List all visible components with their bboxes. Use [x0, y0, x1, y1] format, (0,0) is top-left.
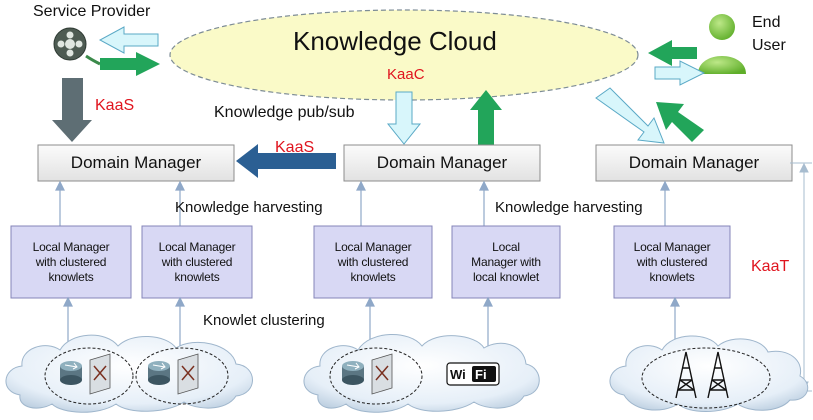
wifi-word1: Wi [450, 367, 466, 382]
harvest-label-left: Knowledge harvesting [175, 199, 323, 216]
lm5-line3: knowlets [649, 269, 695, 284]
arrow-diagonal-down [595, 87, 665, 144]
end-user-label-line1: End [752, 14, 781, 31]
end-user-icon [698, 14, 746, 74]
lm3-line2: with clustered [337, 254, 409, 269]
cluster-ellipse-3 [329, 347, 423, 405]
network-cloud-1 [5, 334, 253, 413]
arrow-kaas-down [52, 78, 92, 142]
lm1-line2: with clustered [35, 254, 107, 269]
lm5-line1: Local Manager [633, 239, 711, 254]
lm1-line3: knowlets [48, 269, 94, 284]
service-provider-icon [53, 27, 101, 66]
domain-manager-label-2: Domain Manager [376, 153, 508, 172]
local-manager-4 [451, 225, 561, 299]
lm3-line1: Local Manager [334, 239, 412, 254]
lm1-line1: Local Manager [32, 239, 110, 254]
lm2-line2: with clustered [161, 254, 233, 269]
arrow-cloud-to-user [654, 60, 706, 86]
local-manager-1 [10, 225, 132, 299]
pubsub-label: Knowledge pub/sub [214, 104, 355, 121]
wifi-badge-icon: Wi Fi [446, 362, 500, 386]
lm3-line3: knowlets [350, 269, 396, 284]
local-manager-label-1: Local Manager with clustered knowlets [11, 226, 131, 298]
kaat-label: KaaT [751, 258, 790, 275]
arrow-provider-to-cloud [100, 52, 160, 76]
lm5-line2: with clustered [636, 254, 708, 269]
local-manager-label-5: Local Manager with clustered knowlets [614, 226, 730, 298]
local-manager-2 [141, 225, 253, 299]
arrow-cloud-to-provider [98, 26, 159, 54]
cloud-title: Knowledge Cloud [293, 26, 497, 56]
cluster-ellipse-4 [641, 347, 771, 409]
switch-icon-3 [371, 353, 393, 395]
domain-manager-label-1: Domain Manager [70, 153, 202, 172]
local-manager-3 [313, 225, 433, 299]
kaas-mid-label: KaaS [275, 139, 315, 156]
local-manager-5 [613, 225, 731, 299]
arrow-pubsub-down [386, 91, 422, 145]
end-user-label-line2: User [752, 37, 786, 54]
local-manager-label-4: Local Manager with local knowlet [452, 226, 560, 298]
lm2-line1: Local Manager [158, 239, 236, 254]
router-icon-3 [342, 361, 364, 385]
cloud-sublabel: KaaC [387, 66, 425, 83]
domain-manager-label-3: Domain Manager [628, 153, 760, 172]
cluster-ellipse-1 [44, 347, 134, 405]
arrow-pubsub-up [470, 90, 502, 145]
arrow-diagonal-up [656, 102, 704, 142]
harvest-label-right: Knowledge harvesting [495, 199, 643, 216]
tower-icon-2 [707, 351, 729, 399]
local-manager-label-2: Local Manager with clustered knowlets [142, 226, 252, 298]
cluster-ellipse-2 [135, 347, 229, 405]
kaas-left-label: KaaS [95, 97, 135, 114]
arrow-user-to-cloud [648, 40, 697, 66]
harvest-connectors [55, 180, 670, 226]
clustering-connectors [63, 296, 680, 346]
domain-manager-3 [595, 144, 793, 182]
lm4-line1: Local [492, 239, 520, 254]
service-provider-label: Service Provider [33, 3, 151, 20]
tower-icon-1 [675, 351, 697, 399]
lm4-line3: local knowlet [472, 269, 540, 284]
clustering-label: Knowlet clustering [203, 312, 325, 329]
lm4-line2: Manager with [471, 254, 541, 269]
local-manager-label-3: Local Manager with clustered knowlets [314, 226, 432, 298]
router-icon-2 [148, 361, 170, 385]
domain-manager-2 [343, 144, 541, 182]
domain-manager-1 [37, 144, 235, 182]
network-cloud-3 [609, 335, 809, 412]
wifi-word2: Fi [475, 367, 487, 382]
switch-icon-2 [177, 353, 199, 395]
arrow-kaas-left [236, 144, 336, 178]
lm2-line3: knowlets [174, 269, 220, 284]
switch-icon-1 [89, 353, 111, 395]
router-icon-1 [60, 361, 82, 385]
